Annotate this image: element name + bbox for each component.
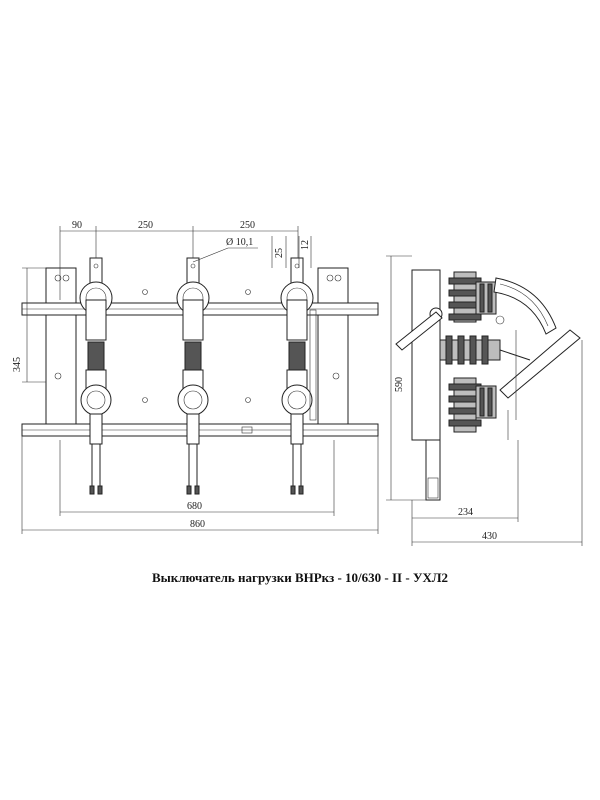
right-frame-plate	[317, 267, 349, 437]
dim-90: 90	[72, 220, 82, 231]
pole-2	[176, 257, 210, 495]
insulator-bottom	[448, 377, 497, 433]
dim-250-left: 250	[138, 220, 153, 231]
dim-250-right: 250	[240, 220, 255, 231]
dim-430: 430	[482, 531, 497, 542]
dim-diameter: Ø 10,1	[226, 237, 253, 248]
left-frame-plate	[45, 267, 77, 437]
side-dimensions	[386, 255, 583, 546]
pole-3	[280, 257, 317, 495]
insulator-top	[448, 271, 497, 323]
dim-345: 345	[12, 357, 23, 372]
blade	[499, 329, 581, 399]
pole-1	[79, 257, 113, 495]
dim-25: 25	[274, 248, 285, 258]
side-frame	[411, 269, 441, 441]
dim-590: 590	[394, 377, 405, 392]
side-view	[386, 255, 583, 546]
arc-chute	[493, 277, 557, 335]
drawing-caption: Выключатель нагрузки ВНРкз - 10/630 - II…	[152, 570, 448, 585]
dim-680: 680	[187, 501, 202, 512]
dim-860: 860	[190, 519, 205, 530]
insulator-middle	[439, 335, 501, 365]
front-view	[21, 226, 379, 534]
front-dimensions	[21, 226, 379, 534]
dim-234: 234	[458, 507, 473, 518]
dim-12: 12	[300, 240, 311, 250]
